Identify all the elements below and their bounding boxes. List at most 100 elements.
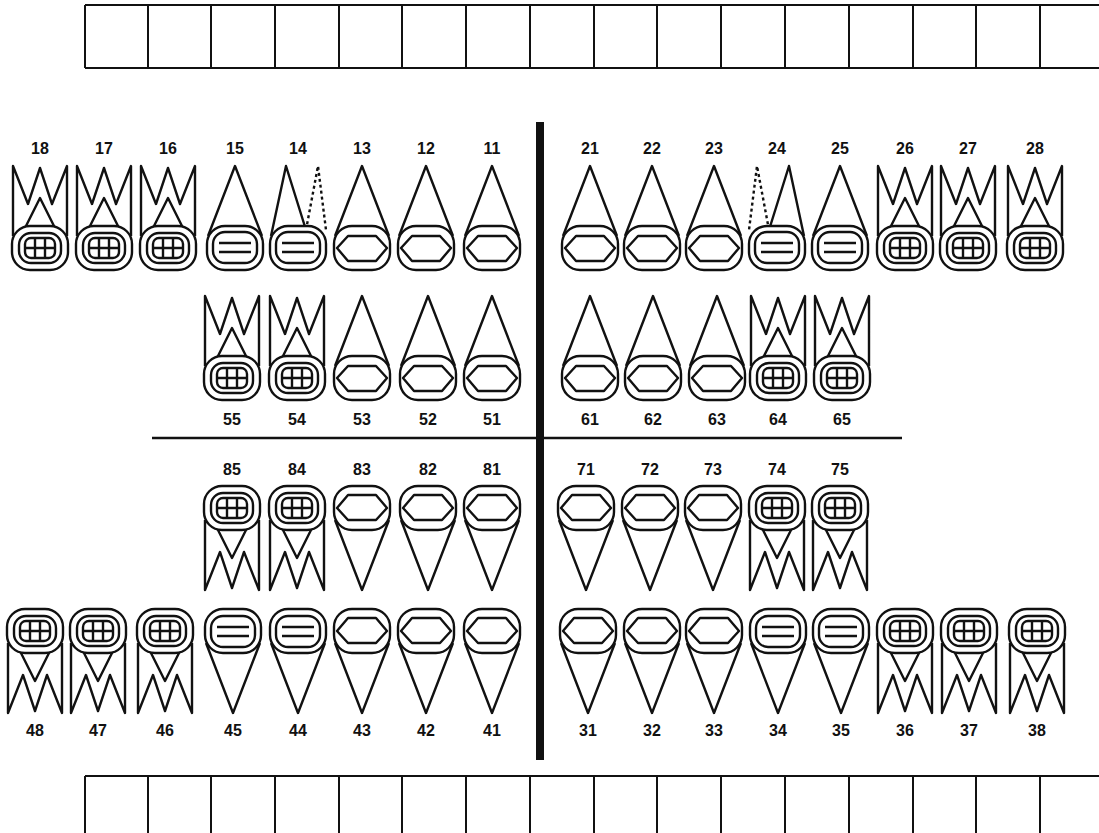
tooth-symbol <box>270 166 326 270</box>
tooth-number: 71 <box>577 462 595 478</box>
tooth-number: 45 <box>224 723 242 739</box>
tooth-symbol <box>562 166 618 270</box>
arch-divider <box>152 437 902 440</box>
tooth-number: 61 <box>581 412 599 428</box>
tooth-symbol <box>400 296 456 400</box>
tooth-symbol <box>941 609 997 713</box>
tooth-number: 73 <box>704 462 722 478</box>
tooth-symbol <box>560 609 616 713</box>
tooth-symbol <box>334 296 390 400</box>
tooth-number: 31 <box>579 723 597 739</box>
tooth-number: 72 <box>641 462 659 478</box>
tooth-symbol <box>624 609 680 713</box>
tooth-symbol <box>334 486 390 590</box>
tooth-number: 75 <box>831 462 849 478</box>
tooth-number: 74 <box>768 462 786 478</box>
tooth-number: 46 <box>156 723 174 739</box>
tooth-symbol <box>624 166 680 270</box>
tooth-symbol <box>689 296 745 400</box>
tooth-number: 52 <box>419 412 437 428</box>
tooth-symbol <box>269 486 325 590</box>
tooth-symbol <box>140 166 196 270</box>
tooth-number: 14 <box>289 141 307 157</box>
tooth-symbol <box>269 296 325 400</box>
tooth-number: 47 <box>89 723 107 739</box>
tooth-number: 44 <box>289 723 307 739</box>
tooth-number: 16 <box>159 141 177 157</box>
tooth-symbol <box>558 486 614 590</box>
tooth-number: 24 <box>768 141 786 157</box>
tooth-number: 84 <box>288 462 306 478</box>
tooth-symbol <box>400 486 456 590</box>
tooth-number: 41 <box>483 723 501 739</box>
tooth-number: 28 <box>1026 141 1044 157</box>
tooth-number: 21 <box>581 141 599 157</box>
bottom-grid <box>85 776 1099 833</box>
tooth-number: 54 <box>288 412 306 428</box>
tooth-number: 37 <box>960 723 978 739</box>
tooth-symbol <box>76 166 132 270</box>
tooth-symbol <box>204 296 260 400</box>
tooth-number: 32 <box>643 723 661 739</box>
tooth-number: 17 <box>95 141 113 157</box>
tooth-symbol <box>812 166 868 270</box>
tooth-symbol <box>750 609 806 713</box>
tooth-number: 63 <box>708 412 726 428</box>
tooth-symbol <box>464 486 520 590</box>
tooth-symbol <box>464 609 520 713</box>
tooth-number: 36 <box>896 723 914 739</box>
tooth-number: 82 <box>419 462 437 478</box>
tooth-symbol <box>7 609 63 713</box>
tooth-number: 12 <box>417 141 435 157</box>
tooth-symbol <box>749 166 805 270</box>
tooth-symbol <box>137 609 193 713</box>
tooth-number: 18 <box>31 141 49 157</box>
tooth-number: 13 <box>353 141 371 157</box>
tooth-number: 34 <box>769 723 787 739</box>
tooth-symbol <box>813 609 869 713</box>
tooth-number: 33 <box>705 723 723 739</box>
tooth-symbol <box>562 296 618 400</box>
tooth-number: 83 <box>353 462 371 478</box>
tooth-symbol <box>1009 609 1065 713</box>
tooth-number: 64 <box>769 412 787 428</box>
tooth-symbol <box>812 486 868 590</box>
tooth-number: 35 <box>832 723 850 739</box>
midline <box>536 122 544 760</box>
tooth-symbol <box>204 486 260 590</box>
tooth-symbol <box>877 609 933 713</box>
tooth-number: 55 <box>223 412 241 428</box>
tooth-number: 26 <box>896 141 914 157</box>
tooth-symbol <box>686 166 742 270</box>
tooth-number: 48 <box>26 723 44 739</box>
tooth-number: 53 <box>353 412 371 428</box>
top-grid <box>85 5 1099 68</box>
tooth-number: 11 <box>484 141 501 157</box>
tooth-symbol <box>686 609 742 713</box>
tooth-number: 23 <box>705 141 723 157</box>
tooth-symbol <box>685 486 741 590</box>
tooth-symbol <box>625 296 681 400</box>
tooth-number: 42 <box>417 723 435 739</box>
tooth-symbol <box>464 296 520 400</box>
tooth-symbol <box>270 609 326 713</box>
teeth-group <box>7 166 1065 713</box>
tooth-symbol <box>877 166 933 270</box>
tooth-symbol <box>12 166 68 270</box>
tooth-symbol <box>750 296 806 400</box>
tooth-symbol <box>70 609 126 713</box>
tooth-number: 51 <box>483 412 501 428</box>
tooth-symbol <box>749 486 805 590</box>
tooth-symbol <box>205 609 261 713</box>
tooth-symbol <box>940 166 996 270</box>
tooth-number: 81 <box>483 462 501 478</box>
tooth-symbol <box>334 166 390 270</box>
tooth-symbol <box>398 609 454 713</box>
tooth-number: 22 <box>643 141 661 157</box>
tooth-number: 27 <box>959 141 977 157</box>
tooth-symbol <box>622 486 678 590</box>
tooth-number: 65 <box>833 412 851 428</box>
